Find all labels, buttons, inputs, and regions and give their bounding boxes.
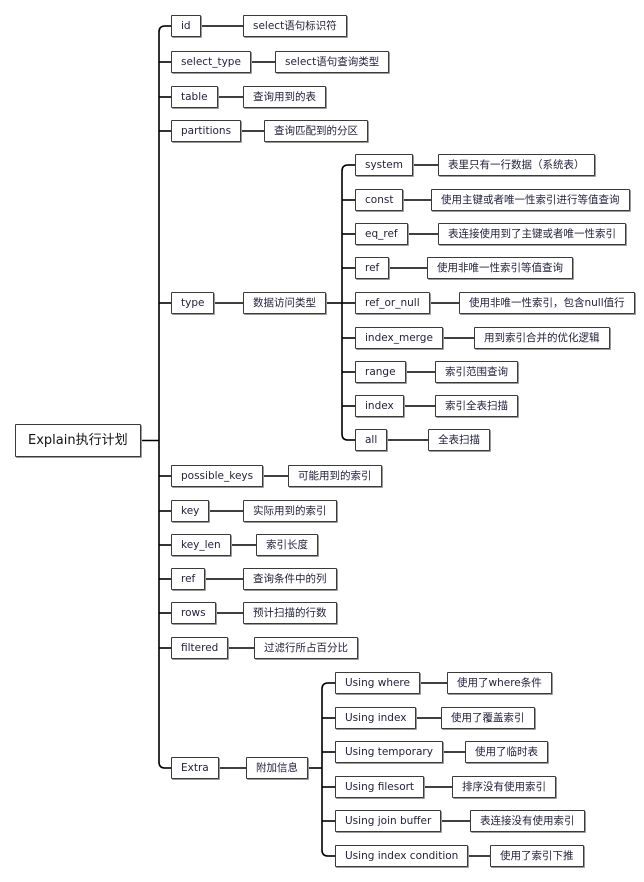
type-key-index: index [355, 395, 404, 417]
field-key-partitions: partitions [171, 120, 242, 142]
type-desc-const: 使用主键或者唯一性索引进行等值查询 [431, 189, 630, 211]
type-desc-ref-or-null: 使用非唯一性索引，包含null值行 [459, 292, 635, 314]
type-desc-eq-ref: 表连接使用到了主键或者唯一性索引 [438, 223, 626, 245]
field-desc-select-type: select语句查询类型 [275, 51, 390, 73]
field-desc-type: 数据访问类型 [243, 292, 326, 314]
root-node: Explain执行计划 [15, 424, 141, 457]
extra-desc-using-index: 使用了覆盖索引 [441, 707, 535, 729]
extra-connector-trunk [321, 682, 329, 857]
field-key-table: table [171, 86, 218, 108]
extra-key-using-join-buffer: Using join buffer [335, 810, 442, 832]
extra-desc-using-filesort: 排序没有使用索引 [452, 776, 556, 798]
extra-desc-using-where: 使用了where条件 [447, 672, 552, 694]
field-key-id: id [171, 15, 201, 37]
type-desc-system: 表里只有一行数据（系统表） [438, 154, 595, 176]
field-desc-key: 实际用到的索引 [243, 500, 337, 522]
type-desc-range: 索引范围查询 [435, 361, 518, 383]
type-desc-all: 全表扫描 [428, 429, 490, 451]
type-desc-index: 索引全表扫描 [435, 395, 518, 417]
type-key-const: const [355, 189, 404, 211]
extra-desc-using-temporary: 使用了临时表 [465, 741, 548, 763]
field-desc-id: select语句标识符 [243, 15, 347, 37]
type-key-index-merge: index_merge [355, 327, 443, 349]
type-key-ref-or-null: ref_or_null [355, 292, 430, 314]
type-key-range: range [355, 361, 406, 383]
field-key-type: type [171, 292, 215, 314]
field-desc-table: 查询用到的表 [243, 86, 326, 108]
extra-key-using-index: Using index [335, 707, 417, 729]
field-key-possible-keys: possible_keys [171, 465, 264, 487]
extra-key-using-temporary: Using temporary [335, 741, 443, 763]
main-connector-trunk [158, 25, 166, 769]
field-key-filtered: filtered [171, 637, 229, 659]
type-key-system: system [355, 154, 413, 176]
extra-desc-using-index-condition: 使用了索引下推 [490, 845, 584, 867]
field-key-select-type: select_type [171, 51, 251, 73]
field-desc-key-len: 索引长度 [256, 534, 318, 556]
field-desc-filtered: 过滤行所占百分比 [254, 637, 358, 659]
type-desc-index-merge: 用到索引合并的优化逻辑 [474, 327, 610, 349]
type-key-ref: ref [355, 257, 390, 279]
type-key-all: all [355, 429, 388, 451]
type-key-eq-ref: eq_ref [355, 223, 408, 245]
field-desc-possible-keys: 可能用到的索引 [288, 465, 382, 487]
type-desc-ref: 使用非唯一性索引等值查询 [427, 257, 573, 279]
extra-key-using-filesort: Using filesort [335, 776, 425, 798]
field-key-rows: rows [171, 602, 216, 624]
field-desc-extra: 附加信息 [246, 757, 308, 779]
field-desc-rows: 预计扫描的行数 [243, 602, 337, 624]
extra-key-using-where: Using where [335, 672, 420, 694]
field-desc-ref: 查询条件中的列 [243, 568, 337, 590]
field-key-key: key [171, 500, 210, 522]
field-key-extra: Extra [171, 757, 219, 779]
field-key-ref: ref [171, 568, 206, 590]
extra-key-using-index-condition: Using index condition [335, 845, 469, 867]
extra-desc-using-join-buffer: 表连接没有使用索引 [470, 810, 585, 832]
field-desc-partitions: 查询匹配到的分区 [264, 120, 368, 142]
field-key-key-len: key_len [171, 534, 231, 556]
